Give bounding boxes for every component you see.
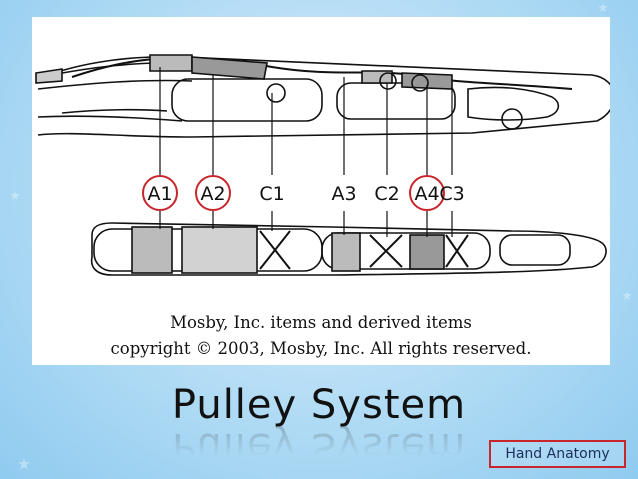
pulley-label-a1: A1 xyxy=(147,183,172,205)
highlight-circle-a2 xyxy=(195,175,231,211)
pulley-label-a4: A4 xyxy=(414,183,439,205)
slide-title: Pulley System xyxy=(171,382,467,428)
copyright-caption-line1: Mosby, Inc. items and derived items xyxy=(170,313,472,332)
pulley-label-a3: A3 xyxy=(331,183,356,205)
pulley-label-a2: A2 xyxy=(200,183,225,205)
highlight-circle-a1 xyxy=(142,175,178,211)
highlight-circle-a4 xyxy=(409,175,445,211)
copyright-caption-line2: copyright © 2003, Mosby, Inc. All rights… xyxy=(110,339,532,358)
hand-anatomy-badge: Hand Anatomy xyxy=(489,440,626,468)
volar-finger-view xyxy=(90,222,607,276)
pulley-label-c1: C1 xyxy=(259,183,284,205)
pulley-label-c3: C3 xyxy=(439,183,464,205)
lateral-finger-view xyxy=(35,54,610,138)
pulley-label-c2: C2 xyxy=(374,183,399,205)
